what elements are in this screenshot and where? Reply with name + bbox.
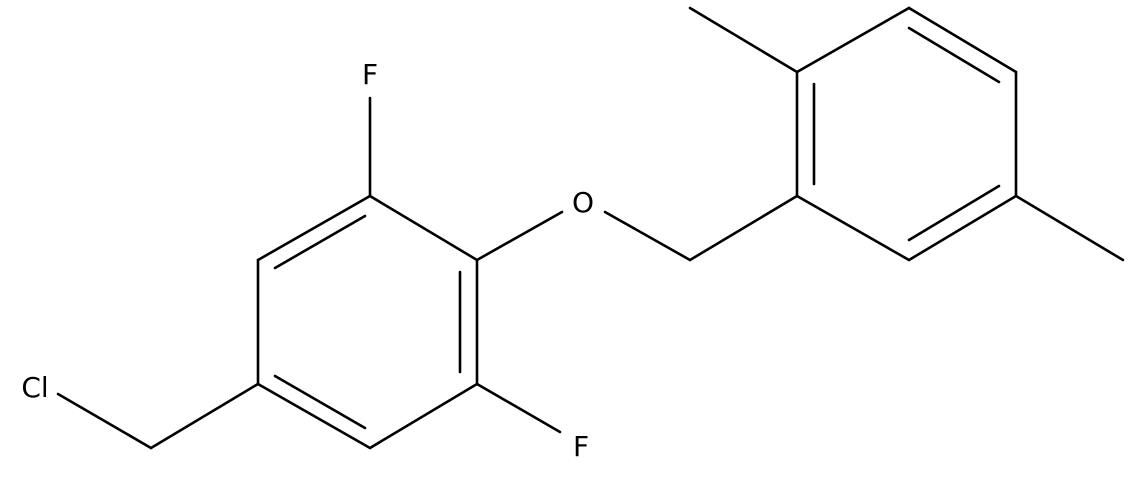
bond-r5-r6-inner — [907, 184, 1001, 242]
left-ring — [256, 194, 479, 450]
bond-l3-l4 — [256, 382, 372, 450]
bond-l1-l2-inner — [273, 214, 367, 270]
bond-l4-l5 — [368, 382, 479, 450]
bond-l1-l2 — [256, 194, 372, 262]
right-ring — [795, 6, 1018, 262]
bond-r2-r3 — [795, 6, 911, 74]
bond-o-ch2 — [603, 210, 692, 262]
bond-methyl-top — [688, 6, 799, 74]
bond-ch2-ring — [688, 194, 799, 262]
bond-methyl-right — [1014, 194, 1125, 262]
bond-r6-r1 — [795, 194, 911, 262]
bond-r3-r4-inner — [907, 26, 1001, 84]
bond-l6-l1 — [368, 194, 479, 262]
bond-ch2-cl — [56, 392, 153, 450]
atom-label-f-bottom: F — [573, 430, 589, 463]
bond-c-f-bottom — [475, 382, 562, 434]
bond-l3-l4-inner — [273, 374, 367, 430]
bond-c-o — [475, 210, 564, 262]
atom-label-f-top: F — [362, 58, 378, 91]
atom-label-cl: Cl — [21, 371, 48, 404]
bond-ring-ch2cl — [149, 382, 260, 450]
atom-label-o: O — [572, 186, 594, 219]
bond-r3-r4 — [907, 6, 1018, 74]
bond-r5-r6 — [907, 194, 1018, 262]
